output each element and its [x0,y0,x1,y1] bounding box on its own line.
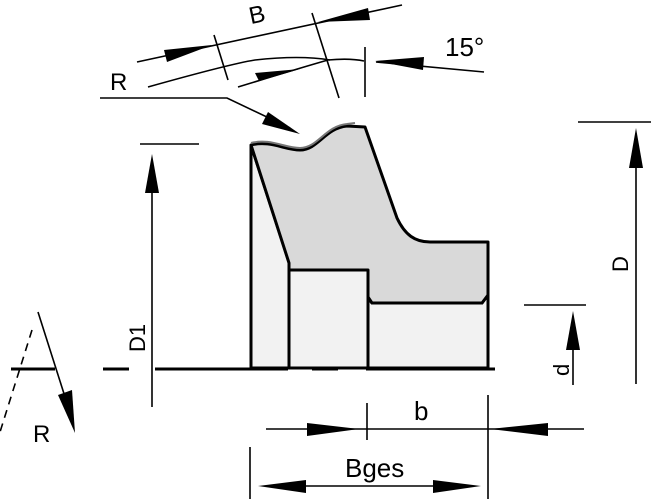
leader-R-top: R [100,69,300,134]
housing-right [366,290,490,370]
dimension-D: D [578,121,651,384]
dimension-D1: D1 [125,143,199,407]
label-D: D [608,256,633,272]
label-R-top: R [110,69,127,96]
arrowhead [258,480,306,493]
label-B: B [247,0,268,30]
arrowhead [629,128,643,168]
arrowhead [307,423,359,436]
label-angle: 15° [445,32,484,62]
arrowhead [490,423,548,436]
dimension-d: d [524,304,586,385]
housing-insert [287,268,370,370]
label-d: d [549,364,574,376]
dimension-B: B [136,0,403,99]
arrowhead [433,480,481,493]
seal-body [249,124,490,305]
label-R-bottom: R [33,421,50,448]
arrowhead [566,311,580,350]
label-Bges: Bges [345,453,404,483]
arrowhead [58,390,75,433]
arrowhead [164,45,212,62]
arrowhead [145,154,159,193]
arrowhead [375,57,424,70]
dimension-Bges: Bges [249,447,481,499]
dimension-angle: 15° [147,32,484,97]
label-b: b [414,396,428,426]
arrowhead [262,112,300,134]
leader-R-bottom: R [0,311,75,448]
dimension-b: b [266,395,584,499]
label-D1: D1 [125,324,150,352]
arrowhead [255,69,300,81]
arrowhead [318,8,370,22]
seal-lip-edge [250,122,356,150]
